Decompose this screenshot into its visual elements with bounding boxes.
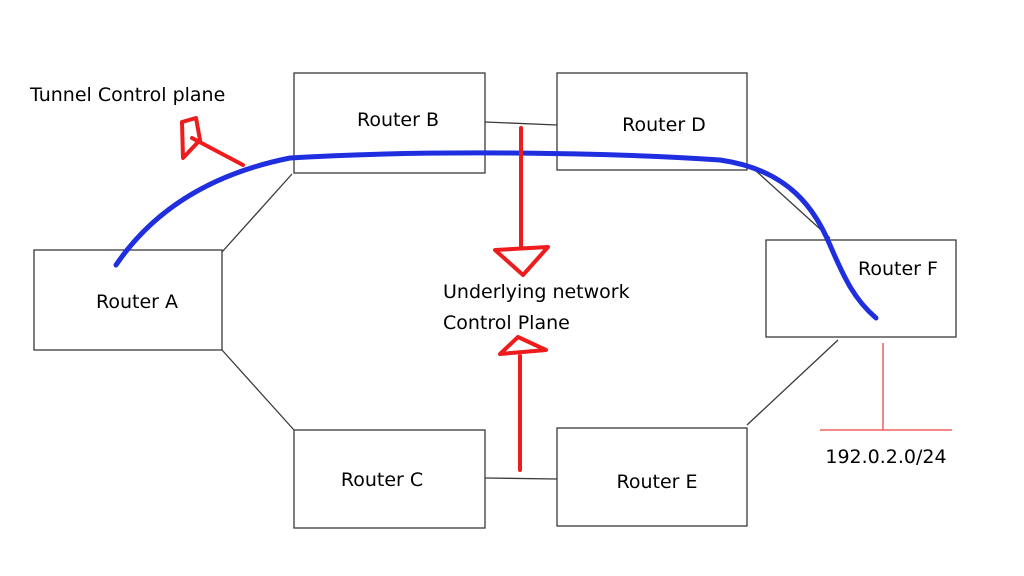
router-c-node: Router C — [293, 429, 486, 529]
tunnel-path — [113, 150, 879, 321]
control-plane-label: Control Plane — [443, 312, 570, 334]
underlying-network-label: Underlying network — [443, 281, 630, 303]
underlay-up-arrow — [498, 335, 548, 472]
tunnel-arrow — [180, 116, 245, 167]
router-a-label: Router A — [96, 291, 178, 313]
router-c-label: Router C — [341, 469, 423, 491]
router-b-label: Router B — [357, 109, 439, 131]
link-a-b — [221, 173, 293, 253]
prefix-label: 192.0.2.0/24 — [825, 446, 946, 468]
link-d-f — [754, 169, 831, 239]
link-b-d — [484, 121, 558, 126]
link-a-c — [221, 349, 295, 431]
router-f-label: Router F — [858, 258, 938, 280]
link-e-f — [746, 339, 839, 426]
router-e-label: Router E — [616, 471, 697, 493]
router-f-node: Router F — [765, 239, 957, 338]
router-a-node: Router A — [33, 249, 223, 351]
underlay-down-arrow — [493, 126, 550, 277]
tunnel-control-plane-label: Tunnel Control plane — [29, 84, 225, 106]
router-d-label: Router D — [622, 114, 706, 136]
link-c-e — [484, 477, 558, 480]
router-e-node: Router E — [556, 427, 748, 527]
